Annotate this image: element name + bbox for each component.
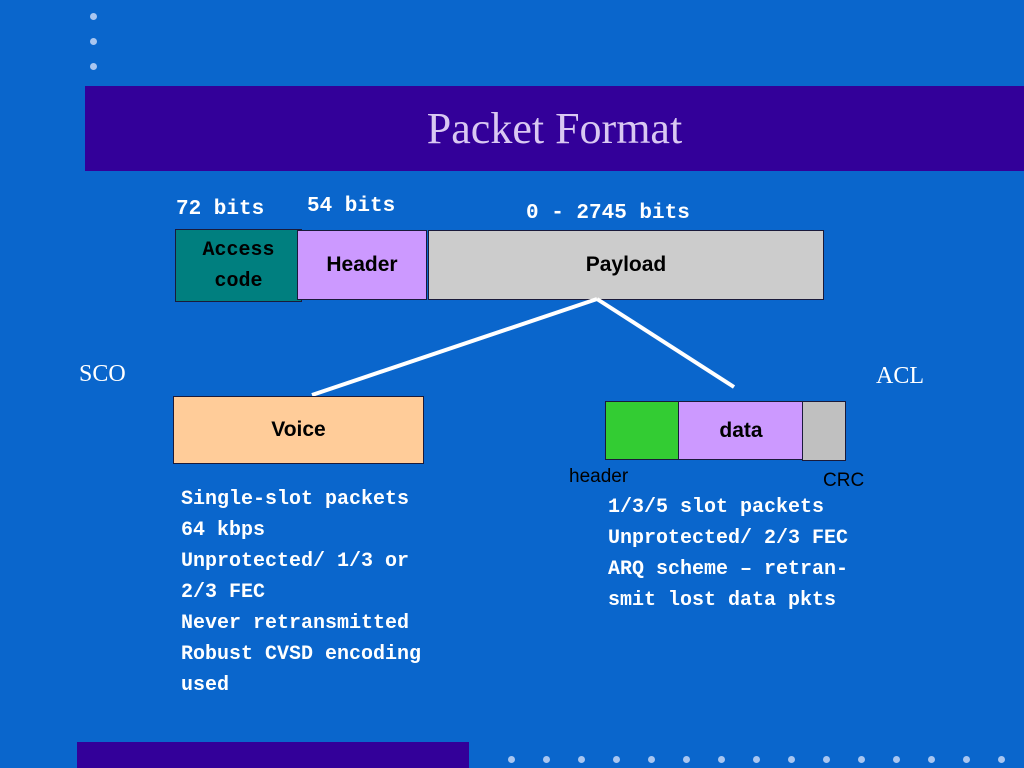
decor-dot [788, 756, 795, 763]
acl-crc-label: CRC [823, 470, 865, 491]
decor-dot [928, 756, 935, 763]
payload-bits-label: 0 - 2745 bits [526, 202, 690, 225]
payload-box-label: Payload [585, 253, 667, 276]
acl-header-label: header [569, 466, 629, 487]
sco-description-line: Never retransmitted [181, 612, 410, 635]
decor-dot [823, 756, 830, 763]
acl-header-box [605, 401, 680, 460]
decor-dot [893, 756, 900, 763]
decor-dot [578, 756, 585, 763]
voice-box: Voice [173, 396, 424, 464]
acl-label: ACL [876, 363, 924, 389]
acl-crc-box [802, 401, 846, 461]
payload-box: Payload [428, 230, 824, 300]
access-code-label-line2: code [214, 269, 263, 293]
access-code-box: Access code [175, 229, 302, 302]
access-code-label-line1: Access [202, 238, 275, 262]
connector-line-sco [311, 297, 598, 397]
acl-data-box: data [678, 401, 804, 460]
decor-dot [508, 756, 515, 763]
sco-description-line: Unprotected/ 1/3 or [181, 550, 410, 573]
sco-description-line: used [181, 674, 230, 697]
header-box: Header [297, 230, 427, 300]
sco-description-list: Single-slot packets 64 kbps Unprotected/… [181, 484, 421, 701]
decor-dot [683, 756, 690, 763]
decor-dot [998, 756, 1005, 763]
title-band: Packet Format [85, 86, 1024, 171]
header-box-label: Header [326, 253, 398, 276]
decor-dot [858, 756, 865, 763]
voice-box-label: Voice [271, 418, 326, 441]
sco-description-line: 2/3 FEC [181, 581, 266, 604]
decor-dot [90, 63, 97, 70]
decor-dot [648, 756, 655, 763]
decor-dot [613, 756, 620, 763]
acl-data-box-label: data [719, 418, 763, 442]
access-code-bits-label: 72 bits [176, 198, 265, 221]
bottom-band [77, 742, 469, 768]
decor-dot [963, 756, 970, 763]
decor-dot [90, 13, 97, 20]
slide-title: Packet Format [426, 104, 683, 153]
decor-dot [90, 38, 97, 45]
decor-dot [543, 756, 550, 763]
sco-description-line: Robust CVSD encoding [181, 643, 422, 666]
acl-description-list: 1/3/5 slot packets Unprotected/ 2/3 FEC … [608, 492, 848, 616]
acl-description-line: smit lost data pkts [608, 589, 837, 612]
decor-dot [718, 756, 725, 763]
connector-line-acl [595, 297, 736, 389]
sco-description-line: Single-slot packets [181, 488, 410, 511]
acl-description-line: ARQ scheme – retran- [608, 558, 849, 581]
sco-label: SCO [79, 361, 126, 387]
sco-description-line: 64 kbps [181, 519, 266, 542]
decor-dot [753, 756, 760, 763]
header-bits-label: 54 bits [307, 195, 396, 218]
acl-description-line: 1/3/5 slot packets [608, 496, 825, 519]
acl-description-line: Unprotected/ 2/3 FEC [608, 527, 849, 550]
